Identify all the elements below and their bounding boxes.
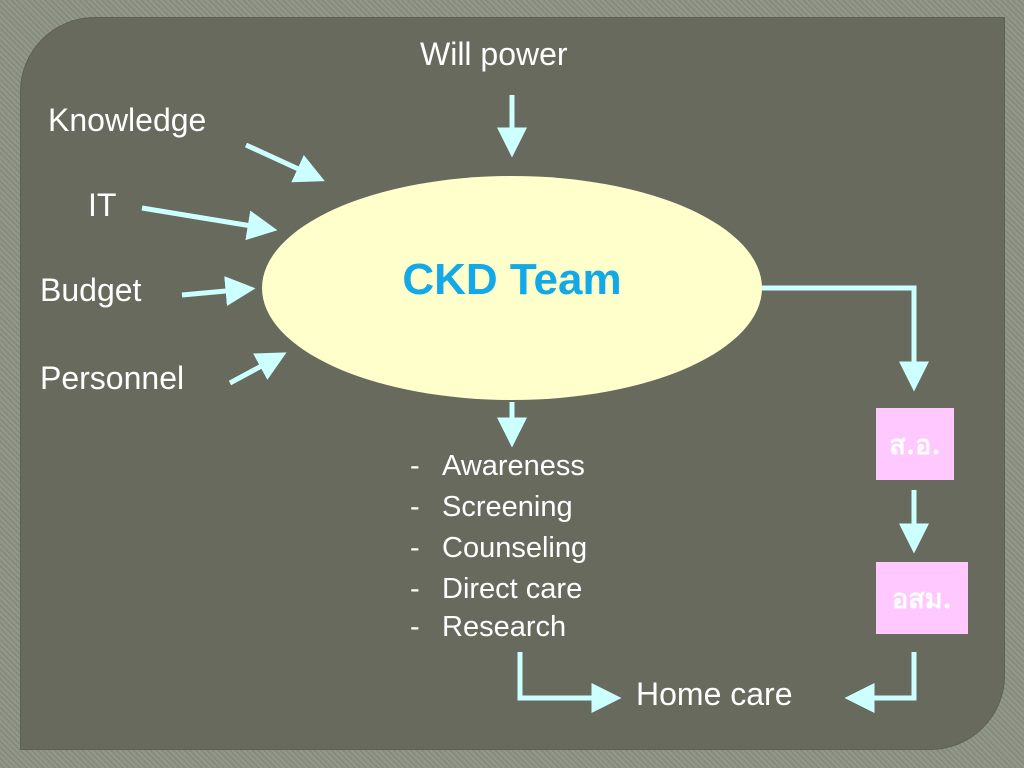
budget-label: Budget (40, 272, 142, 308)
it-label: IT (88, 187, 117, 223)
activity-item: -Awareness (410, 450, 585, 482)
arrow-budget (181, 276, 256, 306)
ckd-team-label: CKD Team (402, 255, 622, 304)
activity-item: -Research (410, 611, 567, 643)
osm-box: อสม. (876, 562, 968, 634)
activity-item: -Direct care (410, 573, 583, 605)
will-power-label: Will power (420, 36, 568, 72)
arrow-personnel (228, 352, 287, 386)
arrow-to-so (762, 285, 929, 392)
arrow-it (141, 205, 278, 241)
activity-item: -Screening (410, 491, 573, 523)
arrow-osm-to-home-care (844, 652, 917, 713)
personnel-label: Personnel (40, 360, 185, 396)
so-label: ส.อ. (889, 429, 941, 461)
home-care-label: Home care (636, 676, 793, 712)
knowledge-label: Knowledge (48, 102, 207, 138)
activity-list: -Awareness -Screening -Counseling -Direc… (410, 452, 587, 651)
activity-item: -Counseling (410, 532, 588, 564)
arrow-knowledge (244, 142, 325, 183)
osm-label: อสม. (892, 583, 952, 615)
arrow-research-to-home-care (517, 652, 622, 713)
so-box: ส.อ. (876, 408, 954, 480)
ckd-team-ellipse (262, 176, 762, 400)
